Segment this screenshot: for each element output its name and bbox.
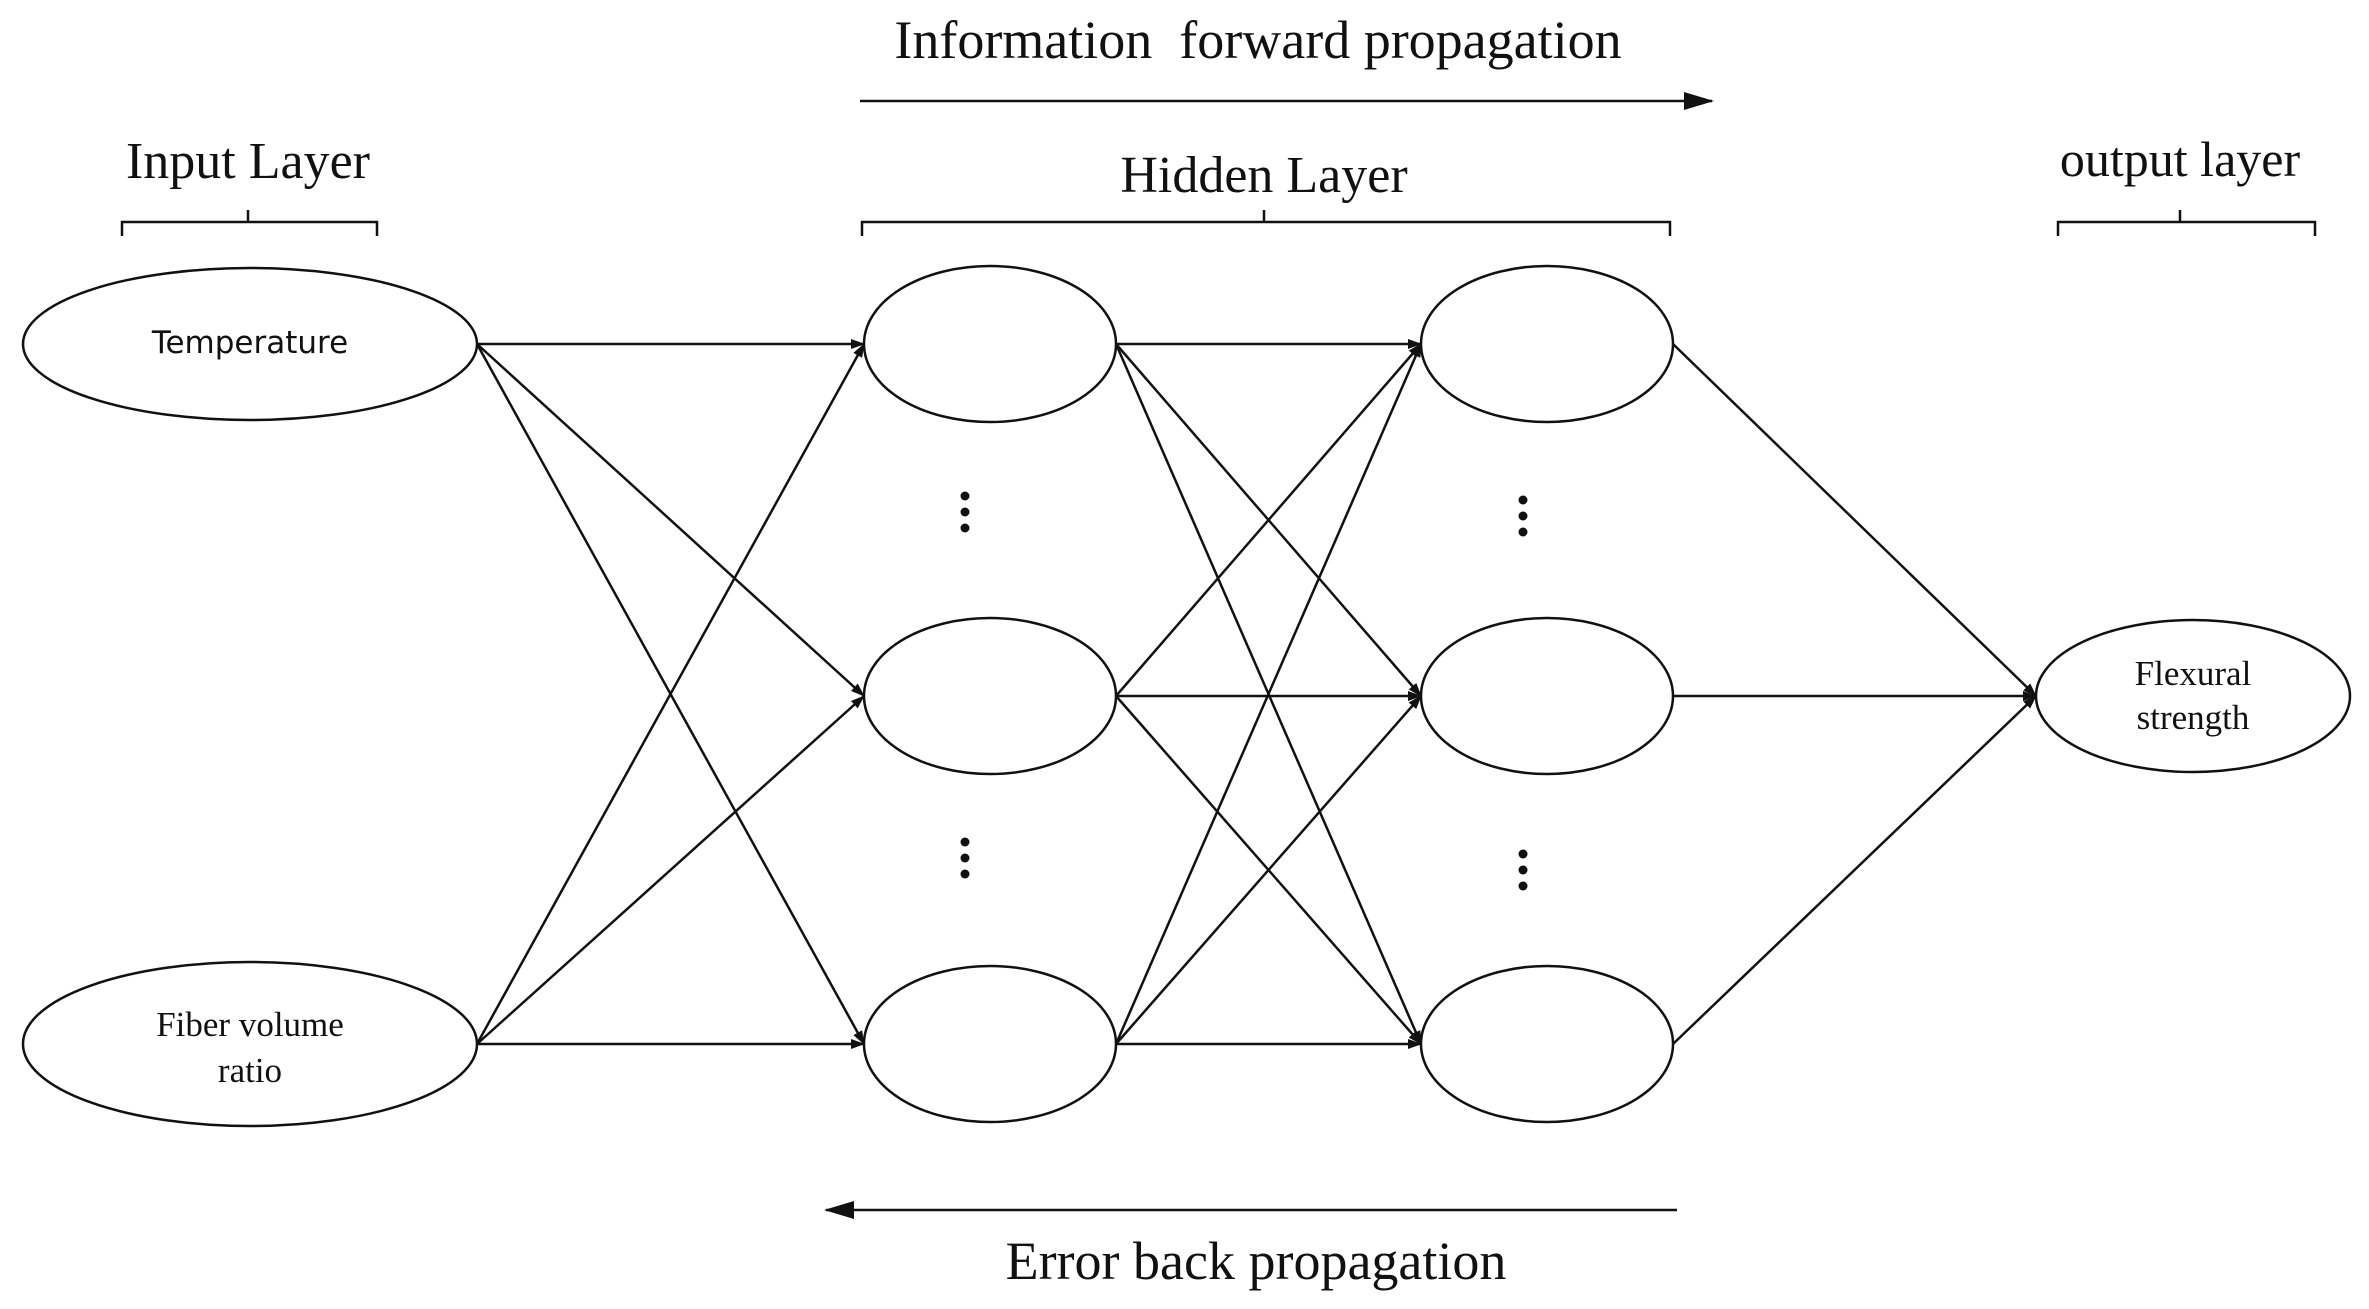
hidden-layer-bracket (860, 210, 1672, 236)
hidden2-node-top (1419, 264, 1675, 424)
output-node-label-line2: strength (2137, 698, 2250, 737)
connection-edges (475, 339, 2037, 1049)
edge-hidden1-to-hidden2-12 (1114, 343, 1423, 1045)
output-layer-bracket (2056, 210, 2317, 236)
hidden1-lower-ellipsis (960, 837, 970, 879)
hidden1-node-middle (862, 616, 1118, 776)
edge-hidden2-to-output-17 (1672, 695, 2037, 1045)
input-layer-title: Input Layer (126, 133, 370, 190)
hidden-layer-title: Hidden Layer (1120, 147, 1407, 204)
edge-input-to-hidden1-4 (476, 695, 865, 1045)
input-node-fiber-label-line1: Fiber volume (156, 1005, 344, 1044)
hidden2-node-middle (1419, 616, 1675, 776)
edge-hidden1-to-hidden2-13 (1115, 695, 1422, 1045)
input-node-temperature (21, 266, 479, 422)
hidden1-node-bottom (862, 964, 1118, 1124)
hidden2-lower-ellipsis (1518, 849, 1528, 891)
hidden1-upper-ellipsis (960, 491, 970, 533)
input-node-fiber-volume-ratio (21, 960, 479, 1128)
output-node-label-line1: Flexural (2135, 654, 2252, 693)
edge-hidden1-to-hidden2-9 (1115, 343, 1422, 697)
forward-propagation-label: Information forward propagation (894, 10, 1621, 70)
hidden1-node-top (862, 264, 1118, 424)
edge-input-to-hidden1-1 (476, 343, 865, 697)
input-node-temperature-label: Temperature (151, 325, 348, 361)
hidden2-node-bottom (1419, 964, 1675, 1124)
hidden2-upper-ellipsis (1518, 495, 1528, 537)
input-layer-bracket (120, 210, 379, 236)
input-node-fiber-label-line2: ratio (218, 1051, 282, 1090)
output-layer-title: output layer (2060, 131, 2301, 187)
output-node-flexural-strength (2034, 618, 2352, 774)
edge-hidden2-to-output-15 (1672, 343, 2037, 697)
back-propagation-label: Error back propagation (1006, 1231, 1507, 1291)
edge-input-to-hidden1-3 (475, 343, 866, 1045)
